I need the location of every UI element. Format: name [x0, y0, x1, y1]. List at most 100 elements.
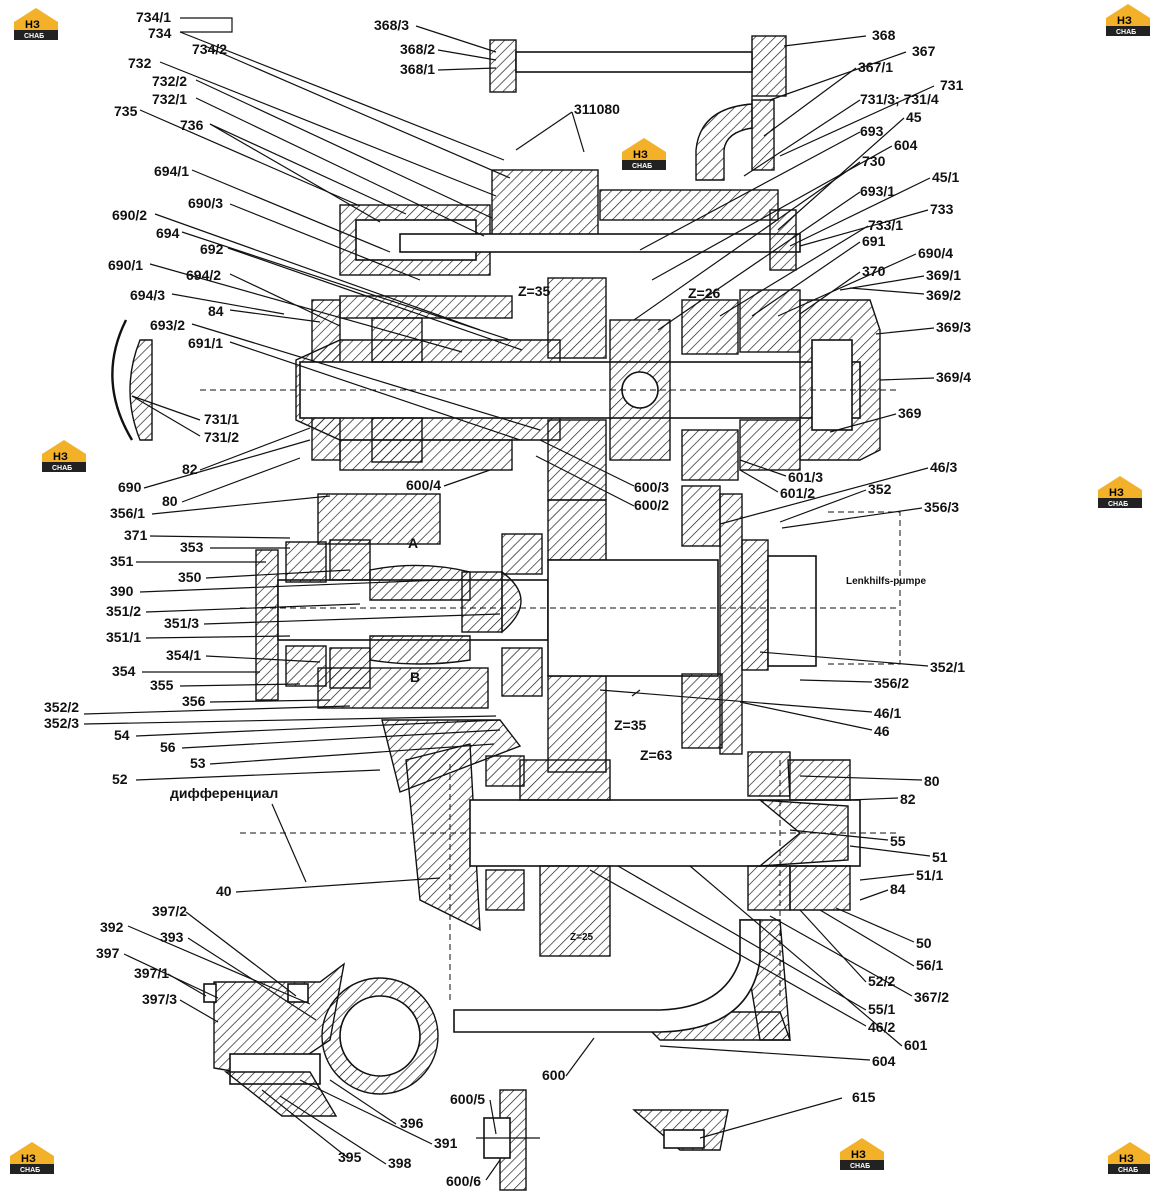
- label-354-1: 354/1: [166, 647, 201, 663]
- label-601-3: 601/3: [788, 469, 823, 485]
- svg-text:НЗ: НЗ: [25, 19, 40, 31]
- label-690-3: 690/3: [188, 195, 223, 211]
- label-734-2: 734/2: [192, 41, 227, 57]
- label-692: 692: [200, 241, 224, 257]
- label-368-1: 368/1: [400, 61, 435, 77]
- label-80a: 80: [162, 493, 178, 509]
- label-369-3: 369/3: [936, 319, 971, 335]
- svg-text:СНАБ: СНАБ: [632, 163, 652, 170]
- label-56: 56: [160, 739, 176, 755]
- label-367-2: 367/2: [914, 989, 949, 1005]
- label-53: 53: [190, 755, 206, 771]
- drawing-body: [111, 35, 901, 1191]
- label-311080: 311080: [574, 101, 620, 117]
- label-51-1: 51/1: [916, 867, 943, 883]
- label-356-1: 356/1: [110, 505, 145, 521]
- label-693: 693: [860, 123, 884, 139]
- label-694-1: 694/1: [154, 163, 189, 179]
- logo-top-left: НЗ СНАБ: [14, 8, 58, 40]
- label-398: 398: [388, 1155, 412, 1171]
- label-356-3: 356/3: [924, 499, 959, 515]
- svg-text:НЗ: НЗ: [1109, 487, 1124, 499]
- label-732-1: 732/1: [152, 91, 187, 107]
- label-351-1: 351/1: [106, 629, 141, 645]
- svg-text:НЗ: НЗ: [633, 149, 648, 161]
- label-356: 356: [182, 693, 206, 709]
- label-52: 52: [112, 771, 128, 787]
- label-355: 355: [150, 677, 174, 693]
- label-368-3: 368/3: [374, 17, 409, 33]
- label-732: 732: [128, 55, 152, 71]
- label-352-1: 352/1: [930, 659, 965, 675]
- logo-mid-right: НЗ СНАБ: [1098, 476, 1142, 508]
- label-600-6: 600/6: [446, 1173, 481, 1189]
- label-351: 351: [110, 553, 134, 569]
- label-z35a: Z=35: [518, 283, 551, 299]
- label-393: 393: [160, 929, 184, 945]
- label-367-1: 367/1: [858, 59, 893, 75]
- label-z35b: Z=35: [614, 717, 647, 733]
- label-734: 734: [148, 25, 172, 41]
- label-731-3-4: 731/3; 731/4: [860, 91, 939, 107]
- label-604b: 604: [872, 1053, 896, 1069]
- svg-text:СНАБ: СНАБ: [850, 1163, 870, 1170]
- label-84b: 84: [890, 881, 906, 897]
- label-731: 731: [940, 77, 964, 93]
- logo-center-top: НЗ СНАБ: [622, 138, 666, 170]
- label-733-1: 733/1: [868, 217, 903, 233]
- label-734-1: 734/1: [136, 9, 171, 25]
- label-z63: Z=63: [640, 747, 673, 763]
- label-368: 368: [872, 27, 896, 43]
- label-731-1: 731/1: [204, 411, 239, 427]
- label-369-2: 369/2: [926, 287, 961, 303]
- leader-lines: [83, 17, 935, 1181]
- label-352: 352: [868, 481, 892, 497]
- label-55-1: 55/1: [868, 1001, 895, 1017]
- label-56-1: 56/1: [916, 957, 943, 973]
- logo-bottom-right: НЗ СНАБ: [1108, 1142, 1150, 1174]
- label-732-2: 732/2: [152, 73, 187, 89]
- svg-text:СНАБ: СНАБ: [1118, 1167, 1138, 1174]
- logo-bottom-left: НЗ СНАБ: [10, 1142, 54, 1174]
- label-352-3: 352/3: [44, 715, 79, 731]
- label-615: 615: [852, 1089, 876, 1105]
- label-600-3: 600/3: [634, 479, 669, 495]
- label-390: 390: [110, 583, 134, 599]
- label-46-2: 46/2: [868, 1019, 895, 1035]
- label-694-2: 694/2: [186, 267, 221, 283]
- label-54: 54: [114, 727, 130, 743]
- svg-text:СНАБ: СНАБ: [52, 465, 72, 472]
- label-370: 370: [862, 263, 886, 279]
- label-600-2: 600/2: [634, 497, 669, 513]
- callout-labels: 734/1 734 734/2 732 732/2 732/1 735 736 …: [44, 9, 971, 1189]
- logo-top-right: НЗ СНАБ: [1106, 4, 1150, 36]
- label-352-2: 352/2: [44, 699, 79, 715]
- label-80b: 80: [924, 773, 940, 789]
- label-601: 601: [904, 1037, 928, 1053]
- logo-mid-left: НЗ СНАБ: [42, 440, 86, 472]
- label-604a: 604: [894, 137, 918, 153]
- label-391: 391: [434, 1135, 458, 1151]
- label-600-4: 600/4: [406, 477, 441, 493]
- label-section-a: A: [408, 535, 418, 551]
- label-51: 51: [932, 849, 948, 865]
- label-369-1: 369/1: [926, 267, 961, 283]
- label-691-1: 691/1: [188, 335, 223, 351]
- svg-text:СНАБ: СНАБ: [1108, 501, 1128, 508]
- label-55: 55: [890, 833, 906, 849]
- logo-bottom-center: НЗ СНАБ: [840, 1138, 884, 1170]
- label-691: 691: [862, 233, 886, 249]
- label-693-2: 693/2: [150, 317, 185, 333]
- label-690-4: 690/4: [918, 245, 953, 261]
- label-z25: Z=25: [570, 932, 594, 943]
- label-690: 690: [118, 479, 142, 495]
- svg-text:НЗ: НЗ: [53, 451, 68, 463]
- svg-text:СНАБ: СНАБ: [20, 1167, 40, 1174]
- label-40: 40: [216, 883, 232, 899]
- label-45-1: 45/1: [932, 169, 959, 185]
- label-735: 735: [114, 103, 138, 119]
- label-693-1: 693/1: [860, 183, 895, 199]
- label-368-2: 368/2: [400, 41, 435, 57]
- label-46-1: 46/1: [874, 705, 901, 721]
- label-397: 397: [96, 945, 120, 961]
